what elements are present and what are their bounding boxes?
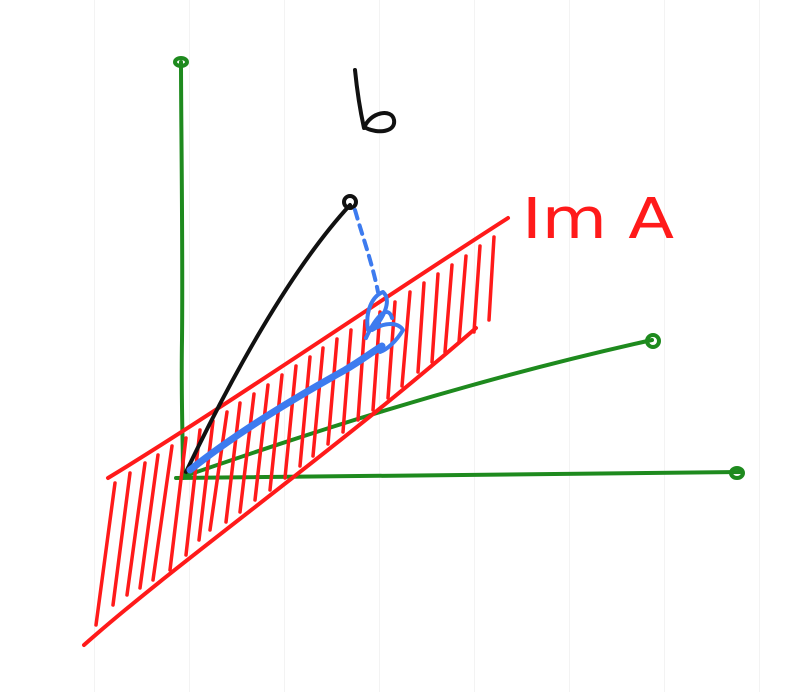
- label-im-a-text: Im A: [522, 187, 674, 252]
- horizontal-axis: [174, 470, 742, 480]
- perpendicular-dashed-line: [353, 208, 380, 294]
- vertical-axis-tip: [173, 56, 189, 68]
- vertical-axis: [179, 60, 185, 480]
- label-b-glyph: [353, 68, 397, 134]
- label-b: b: [353, 68, 397, 134]
- vector-b: [184, 194, 358, 474]
- vector-b-shaft: [184, 203, 352, 474]
- horizontal-axis-tip: [729, 466, 745, 480]
- plane-top-edge: [106, 216, 510, 480]
- projection-vector: [186, 342, 386, 474]
- depth-axis: [183, 338, 654, 478]
- label-im-a: Im A: [522, 187, 674, 252]
- image-plane: [82, 216, 510, 647]
- vector-b-tip: [342, 194, 358, 210]
- plane-bottom-edge: [82, 326, 478, 647]
- projection: [186, 208, 405, 474]
- right-angle-mark: [364, 290, 405, 354]
- depth-axis-tip: [645, 333, 661, 349]
- plane-hatching: [94, 235, 496, 627]
- coordinate-axes: [173, 56, 745, 480]
